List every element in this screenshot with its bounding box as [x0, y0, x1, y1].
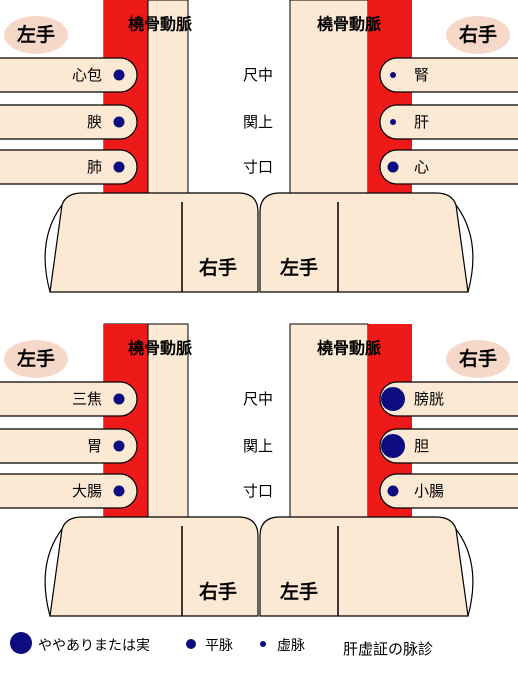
panel-1-center-label-2: 関上 [243, 113, 273, 131]
panel-1-left-pulse-dot-3 [113, 161, 125, 173]
panel-1-right-finger-1 [379, 57, 518, 93]
panel-1-left-artery-label: 橈骨動脈 [128, 15, 192, 34]
panel-2-right-forearm [289, 323, 369, 533]
panel-2-right-palm [259, 516, 469, 617]
legend-weak-dot [260, 641, 266, 647]
panel-1-right-label-1: 腎 [414, 66, 429, 84]
panel-2-right-badge-bg [446, 340, 510, 378]
panel-1-left-label-3: 肺 [87, 158, 102, 176]
panel-2-right-finger-3 [379, 473, 518, 509]
panel-2-center-label-2: 関上 [243, 437, 273, 455]
panel-2-left-finger-3 [0, 473, 138, 509]
panel-2-right-pulse-dot-2 [381, 434, 405, 458]
panel-2-right-pulse-dot-3 [387, 485, 399, 497]
legend-weak-label: 虚脉 [277, 638, 305, 654]
panel-2-center-label-1: 尺中 [243, 390, 273, 408]
panel-2-right-thumb-edge [455, 528, 474, 617]
panel-2-bottom-right-hand-label: 左手 [280, 580, 318, 603]
panel-1-left-thumb-edge [44, 204, 63, 293]
panel-1-left-pulse-dot-1 [113, 69, 125, 81]
panel-2-left-forearm-inner [147, 323, 189, 533]
panel-2-right-finger-1 [379, 381, 518, 417]
panel-2-left-finger-1 [0, 381, 138, 417]
panel-1-left-finger-2 [0, 104, 138, 140]
panel-1-left-finger-1 [0, 57, 138, 93]
panel-1-right-badge-bg [446, 16, 510, 54]
panel-2-right-label-2: 胆 [414, 437, 429, 455]
panel-2-right-artery-label: 橈骨動脈 [317, 339, 381, 358]
panel-1-left-badge: 左手 [17, 23, 55, 46]
panel-2-left-pulse-dot-2 [113, 440, 125, 452]
legend-strong-dot [10, 632, 32, 654]
panel-1-left-forearm-inner [147, 0, 189, 209]
panel-2-right-finger-2 [379, 428, 518, 464]
panel-1-right-pulse-dot-3 [387, 161, 399, 173]
panel-1-center-label-1: 尺中 [243, 66, 273, 84]
panel-1-right-finger-2 [379, 104, 518, 140]
panel-1-right-pulse-dot-1 [390, 72, 396, 78]
panel-2-left-badge-bg [4, 340, 68, 378]
legend-normal-label: 平脉 [205, 638, 233, 654]
panel-2-bottom-left-hand-label: 右手 [198, 580, 237, 603]
panel-1-right-label-3: 心 [414, 158, 429, 176]
panel-2-right-label-1: 膀胱 [414, 390, 444, 408]
panel-2-left-thumb-edge [44, 528, 63, 617]
panel-2-right-pulse-dot-1 [381, 387, 405, 411]
panel-2-left-badge: 左手 [17, 347, 55, 370]
panel-2-left-pulse-dot-1 [113, 393, 125, 405]
panel-1-right-artery-label: 橈骨動脈 [317, 15, 381, 34]
panel-1-right-finger-3 [379, 149, 518, 185]
panel-1-bottom-right-hand-label: 左手 [280, 256, 318, 279]
panel-1-right-forearm [289, 0, 369, 209]
legend-normal-dot [186, 639, 196, 649]
panel-2-center-label-3: 寸口 [243, 482, 273, 500]
panel-2-left-label-3: 大腸 [72, 482, 102, 500]
panel-1-right-thumb-edge [455, 204, 474, 293]
legend-strong-label: ややありまたは実 [38, 638, 150, 654]
panel-1-left-badge-bg [4, 16, 68, 54]
panel-1-right-palm [259, 192, 469, 293]
panel-1-right-badge: 右手 [458, 23, 497, 46]
panel-1-right-pulse-dot-2 [390, 119, 396, 125]
panel-1-bottom-left-hand-label: 右手 [198, 256, 237, 279]
panel-1-left-palm [49, 192, 259, 293]
panel-1-left-pulse-dot-2 [113, 116, 125, 128]
panel-2-left-label-2: 胃 [87, 437, 102, 455]
legend: ややありまたは実 平脉 虚脉 肝虚証の脉診 [0, 620, 518, 680]
panel-2-left-artery-label: 橈骨動脈 [128, 339, 192, 358]
panel-1-left-label-1: 心包 [72, 66, 102, 84]
panel-1-right-label-2: 肝 [414, 113, 429, 131]
panel-2-left-finger-2 [0, 428, 138, 464]
panel-2-left-pulse-dot-3 [113, 485, 125, 497]
panel-1-left-finger-3 [0, 149, 138, 185]
panel-2-left-label-1: 三焦 [72, 390, 102, 408]
panel-2-right-badge: 右手 [458, 347, 497, 370]
panel-2-left-palm [49, 516, 259, 617]
panel-1-left-label-2: 腴 [87, 113, 102, 131]
panel-1-center-label-3: 寸口 [243, 158, 273, 176]
diagram-title: 肝虚証の脉診 [343, 640, 434, 658]
panel-2-right-label-3: 小腸 [414, 482, 444, 500]
